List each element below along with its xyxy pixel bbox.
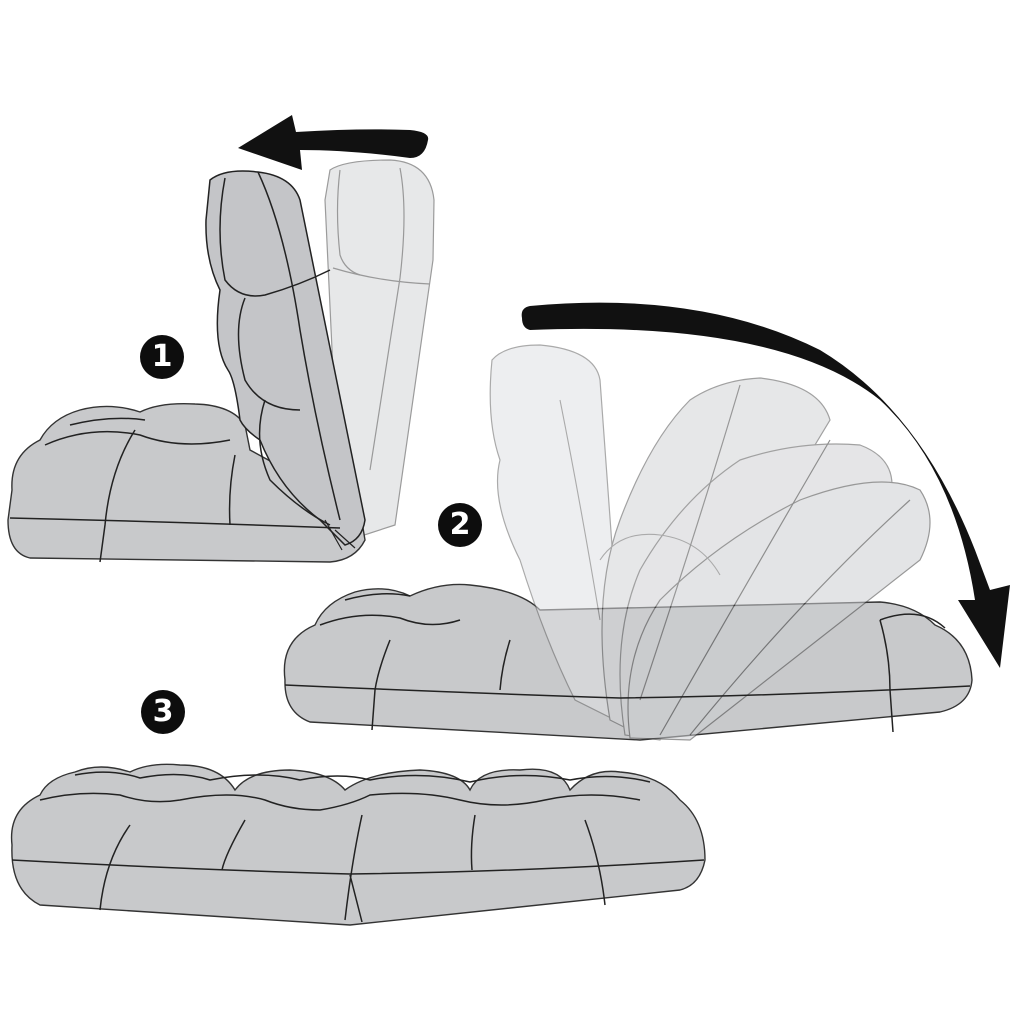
step-2-chair [283, 344, 973, 741]
step-3-badge: 3 [141, 690, 185, 734]
step-2-ghost-positions [489, 344, 931, 741]
step-1-chair [7, 159, 435, 563]
step-1-ghost-backrest [324, 159, 435, 539]
step-1-badge: 1 [140, 335, 184, 379]
step-2-badge: 2 [438, 503, 482, 547]
step-1-seat [7, 402, 366, 563]
arrow-recline-left-icon [238, 115, 429, 170]
step-3-flat-mat [10, 763, 706, 926]
